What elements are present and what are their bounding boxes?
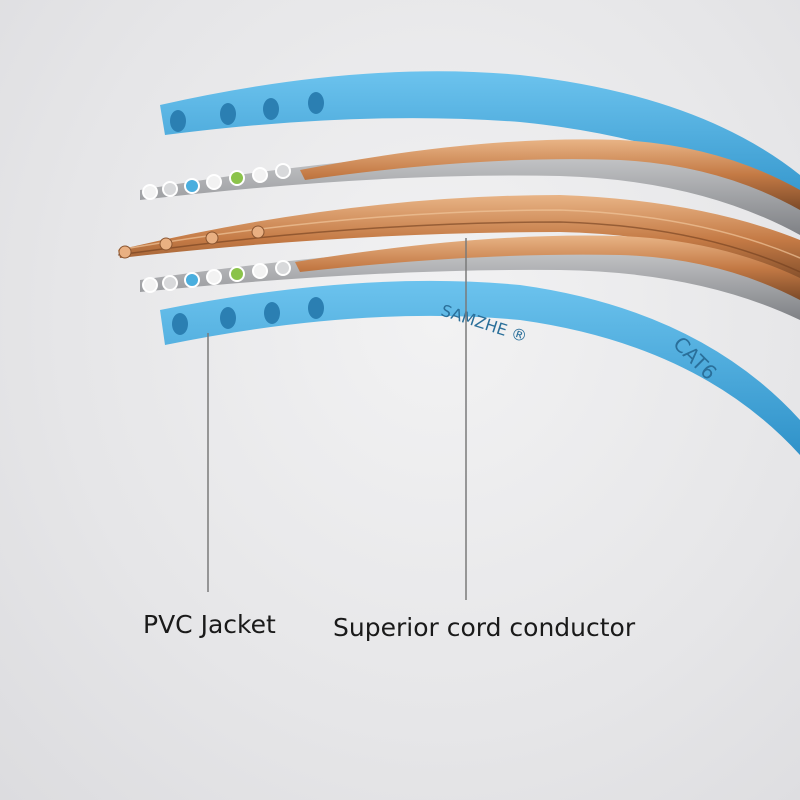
copper-conductors — [117, 195, 800, 285]
upper-wire-bundle — [140, 139, 800, 235]
lower-wire-bundle — [140, 235, 800, 320]
conductor-label: Superior cord conductor — [333, 613, 636, 642]
bottom-jacket: SAMZHE ® CAT6 — [160, 280, 800, 455]
top-jacket — [160, 71, 800, 215]
pvc-jacket-label: PVC Jacket — [143, 610, 276, 639]
